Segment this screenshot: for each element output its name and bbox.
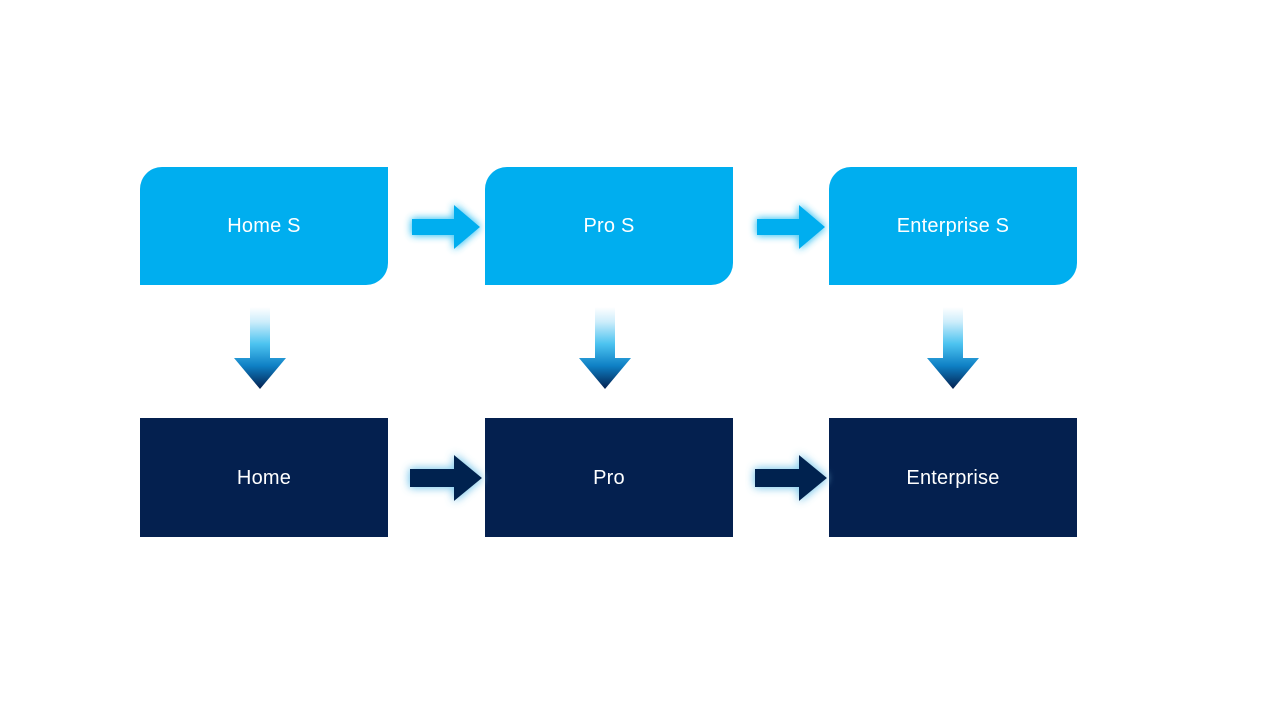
arrow-down-home-s-to-home bbox=[228, 305, 292, 395]
node-enterprise[interactable]: Enterprise bbox=[829, 418, 1077, 537]
node-enterprise-label: Enterprise bbox=[906, 466, 1000, 489]
node-home-s-label: Home S bbox=[227, 215, 301, 237]
node-pro[interactable]: Pro bbox=[485, 418, 733, 537]
node-enterprise-s[interactable]: Enterprise S bbox=[829, 167, 1077, 285]
arrow-right-pro-to-enterprise bbox=[745, 445, 835, 511]
arrow-right-home-to-pro bbox=[400, 445, 490, 511]
arrow-right-home-s-to-pro-s bbox=[402, 194, 488, 260]
node-home-label: Home bbox=[236, 466, 292, 489]
node-pro-s[interactable]: Pro S bbox=[485, 167, 733, 285]
node-pro-label: Pro bbox=[593, 466, 625, 489]
node-pro-s-label: Pro S bbox=[583, 215, 635, 237]
node-home-s[interactable]: Home S bbox=[140, 167, 388, 285]
node-home[interactable]: Home bbox=[140, 418, 388, 537]
arrow-down-enterprise-s-to-enterprise bbox=[921, 305, 985, 395]
node-enterprise-s-label: Enterprise S bbox=[896, 215, 1010, 237]
arrow-right-pro-s-to-enterprise-s bbox=[747, 194, 833, 260]
arrow-down-pro-s-to-pro bbox=[573, 305, 637, 395]
